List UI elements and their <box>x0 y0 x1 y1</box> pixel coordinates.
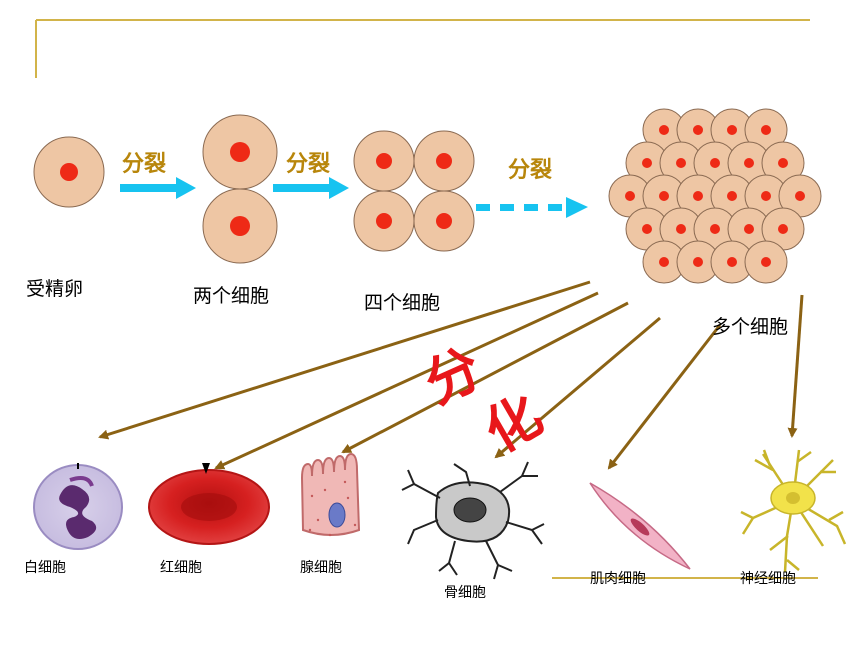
cluster-cell-nucleus <box>761 257 771 267</box>
cluster-cell-nucleus <box>693 257 703 267</box>
fertilized-egg-label: 受精卵 <box>26 278 84 300</box>
cluster-cell-nucleus <box>659 125 669 135</box>
cluster-cell-nucleus <box>744 158 754 168</box>
cluster-cell-nucleus <box>676 158 686 168</box>
division-label-2: 分裂 <box>286 152 331 177</box>
cluster-cell-nucleus <box>710 158 720 168</box>
cluster-cell-nucleus <box>642 224 652 234</box>
nerve-cell-image <box>740 449 847 573</box>
cluster-cell-nucleus <box>761 191 771 201</box>
cluster-cell-nucleus <box>761 125 771 135</box>
cluster-cell-nucleus <box>659 257 669 267</box>
cluster-cell-nucleus <box>693 191 703 201</box>
cluster-cell-nucleus <box>676 224 686 234</box>
muscle-cell-label: 肌肉细胞 <box>590 571 646 587</box>
gland-cell-label: 腺细胞 <box>300 560 342 576</box>
gland-cell-image <box>300 452 361 537</box>
cluster-cell-nucleus <box>625 191 635 201</box>
many-cells-label: 多个细胞 <box>712 316 789 338</box>
cluster-cell-nucleus <box>727 257 737 267</box>
bone-cell-image <box>401 461 545 580</box>
muscle-cell-image <box>589 482 691 570</box>
cluster-cell-nucleus <box>727 125 737 135</box>
frame-lines <box>35 19 818 579</box>
red-blood-cell-label: 红细胞 <box>160 560 202 576</box>
red-blood-cell-image <box>148 463 270 545</box>
cluster-cell-nucleus <box>710 224 720 234</box>
four-cells-label: 四个细胞 <box>364 292 441 314</box>
nerve-cell-label: 神经细胞 <box>740 571 796 587</box>
many-cells-cluster <box>608 108 822 284</box>
cluster-cell-nucleus <box>659 191 669 201</box>
white-blood-cell-label: 白细胞 <box>24 560 66 576</box>
cluster-cell-nucleus <box>778 224 788 234</box>
cluster-cell-nucleus <box>744 224 754 234</box>
two-cells <box>202 114 278 264</box>
fertilized-egg <box>33 136 105 208</box>
division-label-1: 分裂 <box>122 152 167 177</box>
cluster-cell-nucleus <box>693 125 703 135</box>
cluster-cell-nucleus <box>778 158 788 168</box>
cluster-cell-nucleus <box>795 191 805 201</box>
division-arrows <box>120 177 588 218</box>
cluster-cell-nucleus <box>642 158 652 168</box>
four-cells <box>353 130 475 252</box>
differentiation-arrows <box>98 280 804 470</box>
division-label-3: 分裂 <box>508 158 553 183</box>
white-blood-cell-image <box>33 463 123 550</box>
cluster-cell-nucleus <box>727 191 737 201</box>
two-cells-label: 两个细胞 <box>193 285 270 307</box>
bone-cell-label: 骨细胞 <box>444 585 486 601</box>
